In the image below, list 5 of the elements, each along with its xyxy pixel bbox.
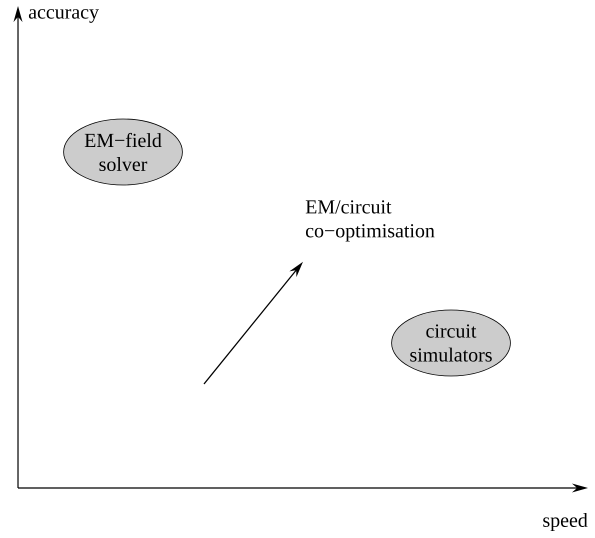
node-text: EM/circuit co−optimisation [306,200,435,242]
axis-label: speed [543,512,588,532]
ellipse-node: circuit simulators [391,310,511,376]
axis-label: accuracy [28,9,99,23]
ellipse-node: EM−field solver [63,118,183,186]
